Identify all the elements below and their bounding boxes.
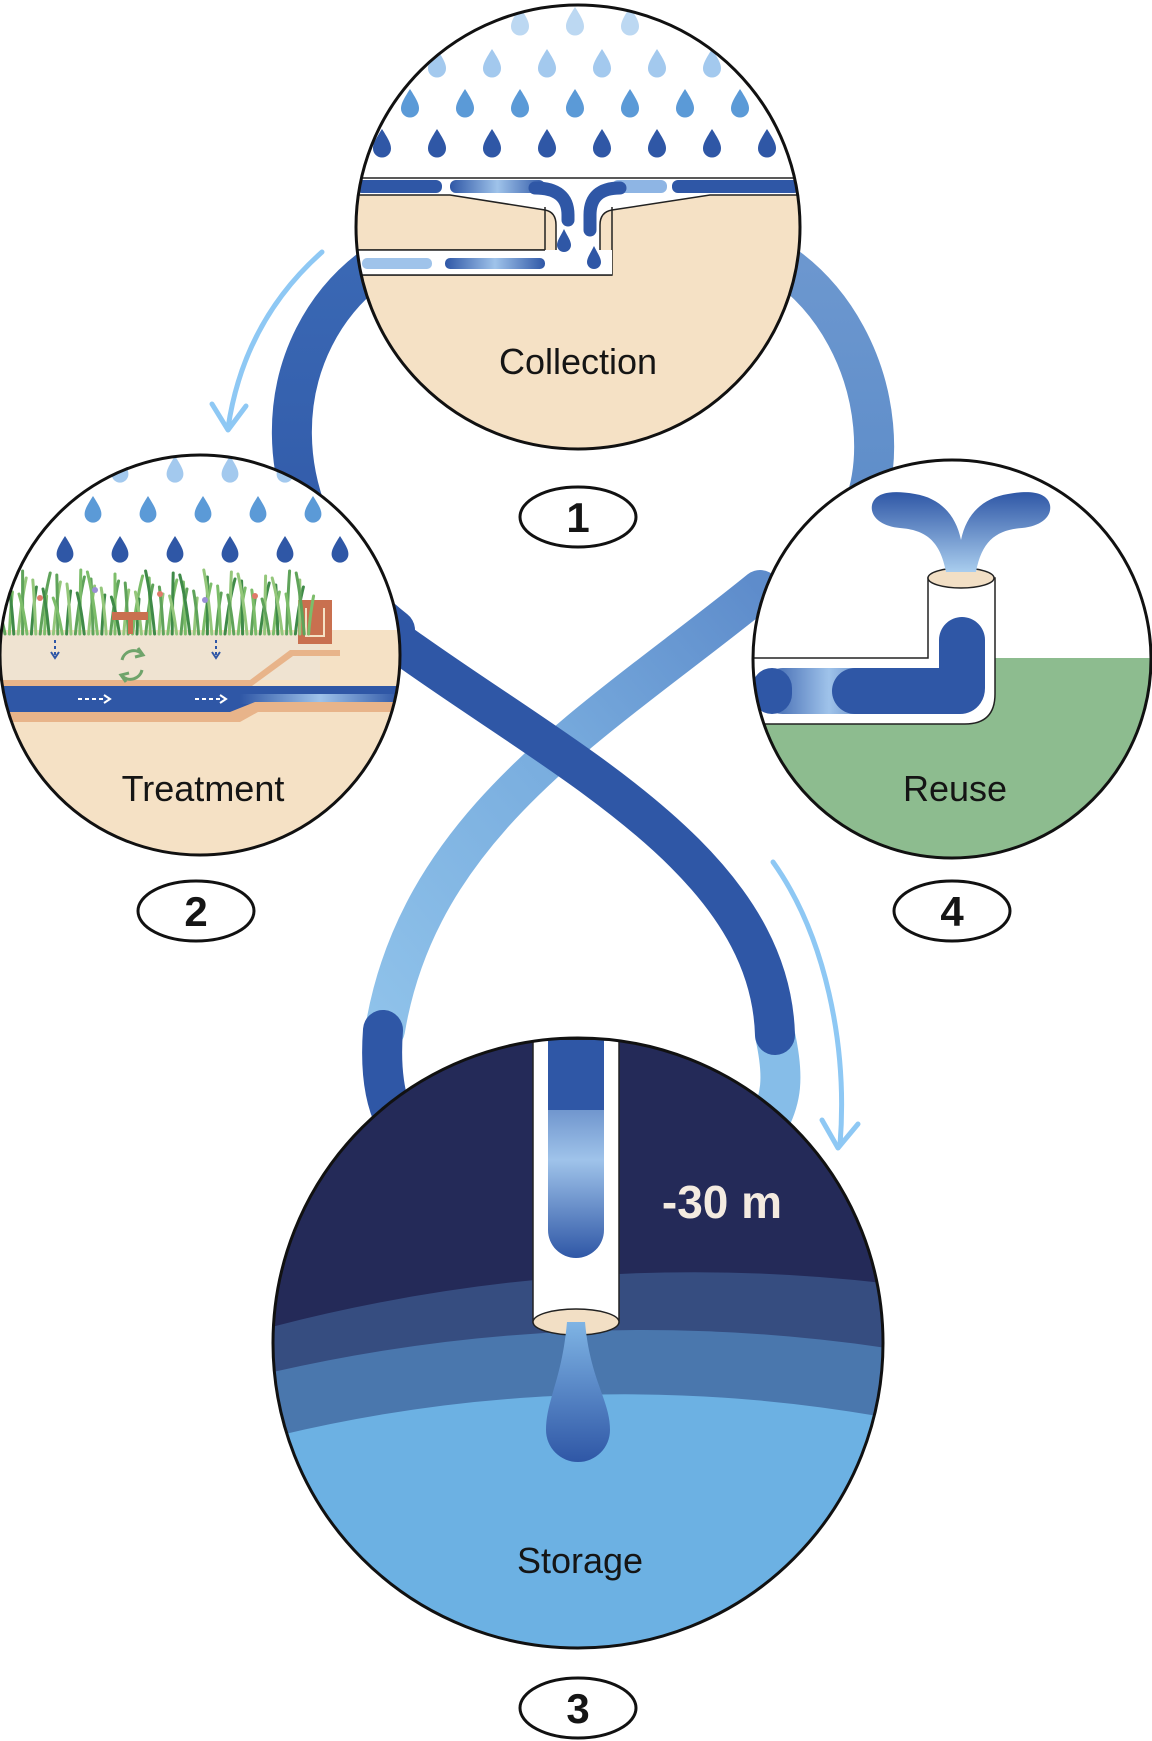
svg-text:4: 4 — [940, 888, 964, 935]
arrow-to-treatment-head-icon — [209, 401, 249, 433]
rain-drop-icon — [566, 7, 584, 36]
svg-text:2: 2 — [184, 888, 207, 935]
strand-reuse-to-storage — [365, 570, 780, 1050]
badge-3: 3 — [518, 1676, 638, 1740]
rain-drop-icon — [648, 49, 666, 78]
rain-drop-icon — [648, 129, 666, 158]
garden-sign — [112, 612, 148, 620]
rain-drop-icon — [249, 496, 267, 523]
rain-drop-icon — [511, 7, 529, 36]
badge-2: 2 — [136, 879, 256, 943]
arrow-to-storage-icon — [770, 859, 845, 1148]
rain-drop-icon — [194, 496, 212, 523]
stage-label-collection: Collection — [499, 341, 657, 382]
storage-depth-label: -30 m — [662, 1176, 782, 1228]
rain-drop-icon — [758, 129, 776, 158]
rain-drop-icon — [166, 536, 184, 563]
rain-drop-icon — [676, 89, 694, 118]
stage-number-badges: 1 2 4 3 — [136, 485, 1012, 1740]
rain-drop-icon — [331, 536, 349, 563]
rain-drop-icon — [221, 536, 239, 563]
rain-drop-icon — [703, 49, 721, 78]
badge-1: 1 — [518, 485, 638, 549]
rain-drop-icon — [56, 536, 74, 563]
rain-drop-icon — [621, 89, 639, 118]
recycle-icon — [118, 647, 146, 683]
rain-drop-icon — [428, 49, 446, 78]
rain-drop-icon — [166, 456, 184, 483]
rain-drop-icon — [621, 7, 639, 36]
rain-drop-icon — [703, 129, 721, 158]
flow-arrows — [209, 249, 861, 1151]
arrow-to-storage-head-icon — [819, 1117, 861, 1151]
badge-4: 4 — [892, 879, 1012, 943]
outflow-drop-icon — [546, 1322, 610, 1462]
stage-label-reuse: Reuse — [903, 768, 1007, 809]
rain-drop-icon — [111, 536, 129, 563]
svg-text:3: 3 — [566, 1685, 589, 1732]
strand-treatment-to-storage — [375, 620, 795, 1055]
rain-drop-icon — [428, 129, 446, 158]
rain-drop-icon — [731, 89, 749, 118]
rain-drop-icon — [456, 89, 474, 118]
fountain-icon — [871, 492, 1051, 572]
rain-drop-icon — [221, 456, 239, 483]
rain-drops-icon — [373, 7, 776, 158]
stage-collection: Collection — [354, 3, 802, 451]
stage-label-treatment: Treatment — [122, 768, 285, 809]
rain-drop-icon — [483, 49, 501, 78]
stage-label-storage: Storage — [517, 1540, 643, 1581]
stage-reuse: Reuse — [751, 458, 1152, 860]
rain-drop-icon — [593, 129, 611, 158]
rain-drop-icon — [139, 496, 157, 523]
svg-text:1: 1 — [566, 494, 589, 541]
rain-drop-icon — [566, 89, 584, 118]
rain-drop-icon — [84, 496, 102, 523]
rain-drop-icon — [538, 129, 556, 158]
arrow-to-treatment-icon — [225, 249, 325, 431]
rain-drop-icon — [538, 49, 556, 78]
rain-drop-icon — [483, 129, 501, 158]
rain-drop-icon — [401, 89, 419, 118]
rain-drop-icon — [511, 89, 529, 118]
stage-storage: -30 m Storage — [271, 1036, 885, 1650]
rain-drop-icon — [593, 49, 611, 78]
rain-drop-icon — [304, 496, 322, 523]
stage-treatment: Treatment — [0, 453, 402, 857]
grass-plants-icon — [0, 568, 316, 636]
rain-drop-icon — [276, 536, 294, 563]
rain-drop-icon — [373, 129, 391, 158]
